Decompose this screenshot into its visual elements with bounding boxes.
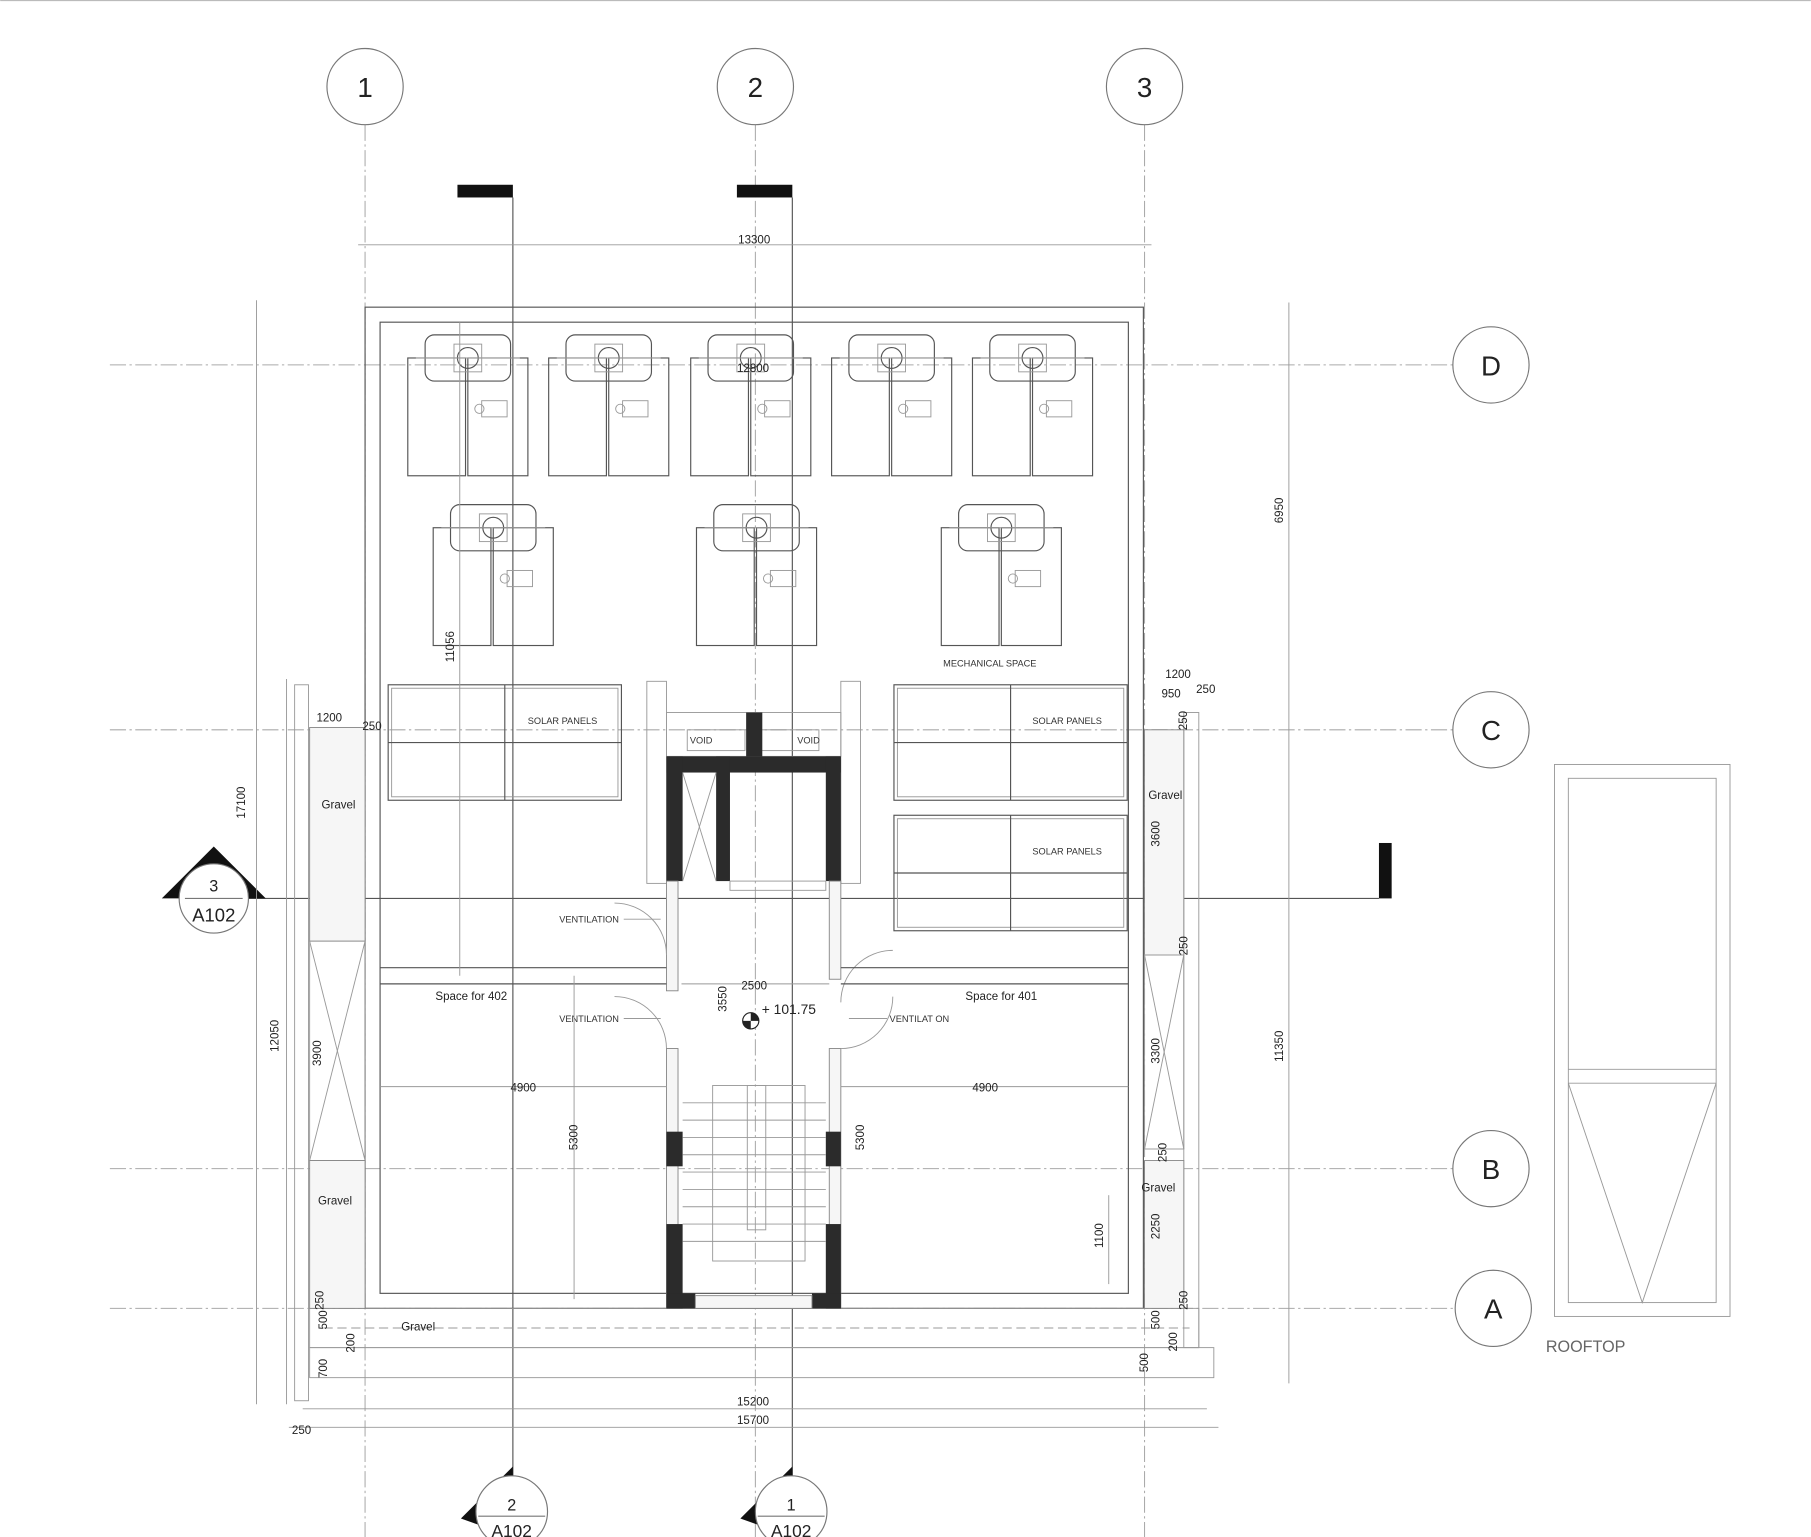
dimension-label: 3550: [718, 986, 730, 1012]
svg-text:A102: A102: [492, 1521, 532, 1537]
dimension-label: 2500: [741, 981, 767, 993]
solar-panels-left: SOLAR PANELS: [387, 684, 623, 801]
svg-text:C: C: [1481, 715, 1501, 746]
dimension-label: 200: [1168, 1332, 1180, 1351]
dimension-label: 250: [1157, 1143, 1169, 1162]
section-cuts: [248, 184, 1392, 1537]
dimension-lines: [256, 244, 1290, 1428]
svg-text:B: B: [1482, 1154, 1500, 1185]
mechanical-space-label: MECHANICAL SPACE: [943, 658, 1036, 668]
water-tank-unit: [831, 334, 953, 477]
svg-text:VENTILATION: VENTILATION: [559, 1014, 619, 1024]
svg-text:+ 101.75: + 101.75: [762, 1001, 817, 1017]
water-tank-unit: [940, 504, 1062, 647]
dimension-label: 250: [1178, 711, 1190, 730]
dimension-label: 2250: [1151, 1214, 1163, 1240]
dimension-label: 11056: [445, 631, 457, 662]
grid-bubble-2: 2: [716, 47, 795, 126]
dimension-texts: 13300 12800 17100 12050 6950 11350 11056 1200 25…: [236, 235, 1286, 1438]
svg-text:2: 2: [748, 72, 763, 103]
dimension-label: 3300: [1151, 1038, 1163, 1064]
stair-core: VOID VOID: [614, 680, 894, 1309]
section-marker-3[interactable]: 3 A102: [161, 846, 266, 934]
svg-text:ROOFTOP: ROOFTOP: [1546, 1338, 1626, 1356]
dimension-label: 11350: [1274, 1031, 1286, 1062]
svg-text:VENTILAT ON: VENTILAT ON: [890, 1014, 950, 1024]
svg-text:3: 3: [1137, 72, 1152, 103]
gravel-label: Gravel: [401, 1321, 435, 1333]
gravel-strips: [309, 727, 1185, 1309]
svg-text:VOID: VOID: [690, 736, 713, 746]
svg-text:2: 2: [507, 1496, 516, 1514]
section-marker-2[interactable]: 2 A102: [460, 1466, 549, 1537]
water-tank-unit: [690, 334, 812, 477]
grid-bubble-1: 1: [326, 47, 404, 126]
solar-panels-right-2: SOLAR PANELS: [893, 814, 1128, 932]
dimension-label: 250: [1196, 684, 1215, 696]
svg-text:SOLAR PANELS: SOLAR PANELS: [1032, 847, 1102, 857]
svg-text:3: 3: [209, 877, 218, 895]
dimension-label: 5300: [569, 1125, 581, 1151]
gravel-label: Gravel: [318, 1195, 352, 1207]
svg-text:1: 1: [787, 1496, 796, 1514]
water-tank-unit: [548, 334, 670, 477]
section-marker-1[interactable]: 1 A102: [740, 1466, 828, 1537]
svg-text:SOLAR PANELS: SOLAR PANELS: [528, 716, 598, 726]
grid-bubble-3: 3: [1105, 47, 1184, 126]
rooftop-key-plan: ROOFTOP: [1546, 763, 1731, 1356]
dimension-label: 12050: [269, 1020, 281, 1052]
svg-text:A102: A102: [771, 1521, 811, 1537]
svg-text:A: A: [1484, 1294, 1503, 1325]
level-marker: + 101.75: [742, 1001, 817, 1030]
dimension-label: 4900: [972, 1082, 998, 1094]
dimension-label: 250: [1178, 1291, 1190, 1310]
dimension-label: 15200: [737, 1396, 769, 1408]
dimension-label: 250: [362, 721, 381, 733]
svg-text:A102: A102: [192, 905, 235, 926]
svg-text:VENTILATION: VENTILATION: [559, 915, 619, 925]
dimension-label: 13300: [738, 235, 770, 247]
dimension-label: 3600: [1151, 821, 1163, 847]
dimension-label: 15700: [737, 1415, 769, 1427]
svg-text:D: D: [1481, 350, 1501, 381]
water-tank-unit: [971, 334, 1094, 477]
dimension-label: 700: [318, 1359, 330, 1378]
grid-bubble-D: D: [1452, 326, 1530, 404]
grid-bubble-C: C: [1452, 691, 1530, 769]
dimension-label: 1200: [1165, 669, 1191, 681]
space-402-label: Space for 402: [435, 991, 507, 1003]
dimension-label: 250: [292, 1425, 311, 1437]
dimension-label: 17100: [236, 787, 248, 819]
grid-bubble-A: A: [1454, 1269, 1532, 1348]
dimension-label: 950: [1161, 688, 1180, 700]
dimension-label: 12800: [737, 363, 769, 375]
dimension-label: 6950: [1274, 498, 1286, 524]
mechanical-equipment: [407, 334, 1094, 647]
dimension-label: 4900: [510, 1082, 536, 1094]
dimension-label: 250: [314, 1291, 326, 1310]
dimension-label: 500: [1139, 1353, 1151, 1372]
dimension-label: 500: [1151, 1310, 1163, 1329]
dimension-label: 200: [346, 1333, 358, 1352]
water-tank-unit: [407, 334, 529, 477]
dimension-label: 500: [318, 1310, 330, 1329]
ventilation-labels: VENTILATION VENTILATION VENTILAT ON: [559, 915, 949, 1024]
svg-text:SOLAR PANELS: SOLAR PANELS: [1032, 716, 1102, 726]
dimension-label: 3900: [312, 1040, 324, 1066]
water-tank-unit: [432, 504, 554, 647]
gravel-label: Gravel: [322, 799, 356, 811]
gravel-label: Gravel: [1141, 1183, 1175, 1195]
svg-text:VOID: VOID: [797, 736, 820, 746]
water-tank-unit: [695, 504, 818, 647]
svg-text:1: 1: [357, 72, 372, 103]
dimension-label: 250: [1178, 936, 1190, 955]
space-401-label: Space for 401: [965, 991, 1037, 1003]
solar-panels-right-1: SOLAR PANELS: [893, 684, 1128, 801]
gravel-label: Gravel: [1148, 790, 1182, 802]
dimension-label: 5300: [855, 1125, 867, 1151]
dimension-label: 1100: [1094, 1223, 1106, 1248]
dimension-label: 1200: [316, 713, 342, 725]
grid-bubble-B: B: [1452, 1129, 1530, 1208]
